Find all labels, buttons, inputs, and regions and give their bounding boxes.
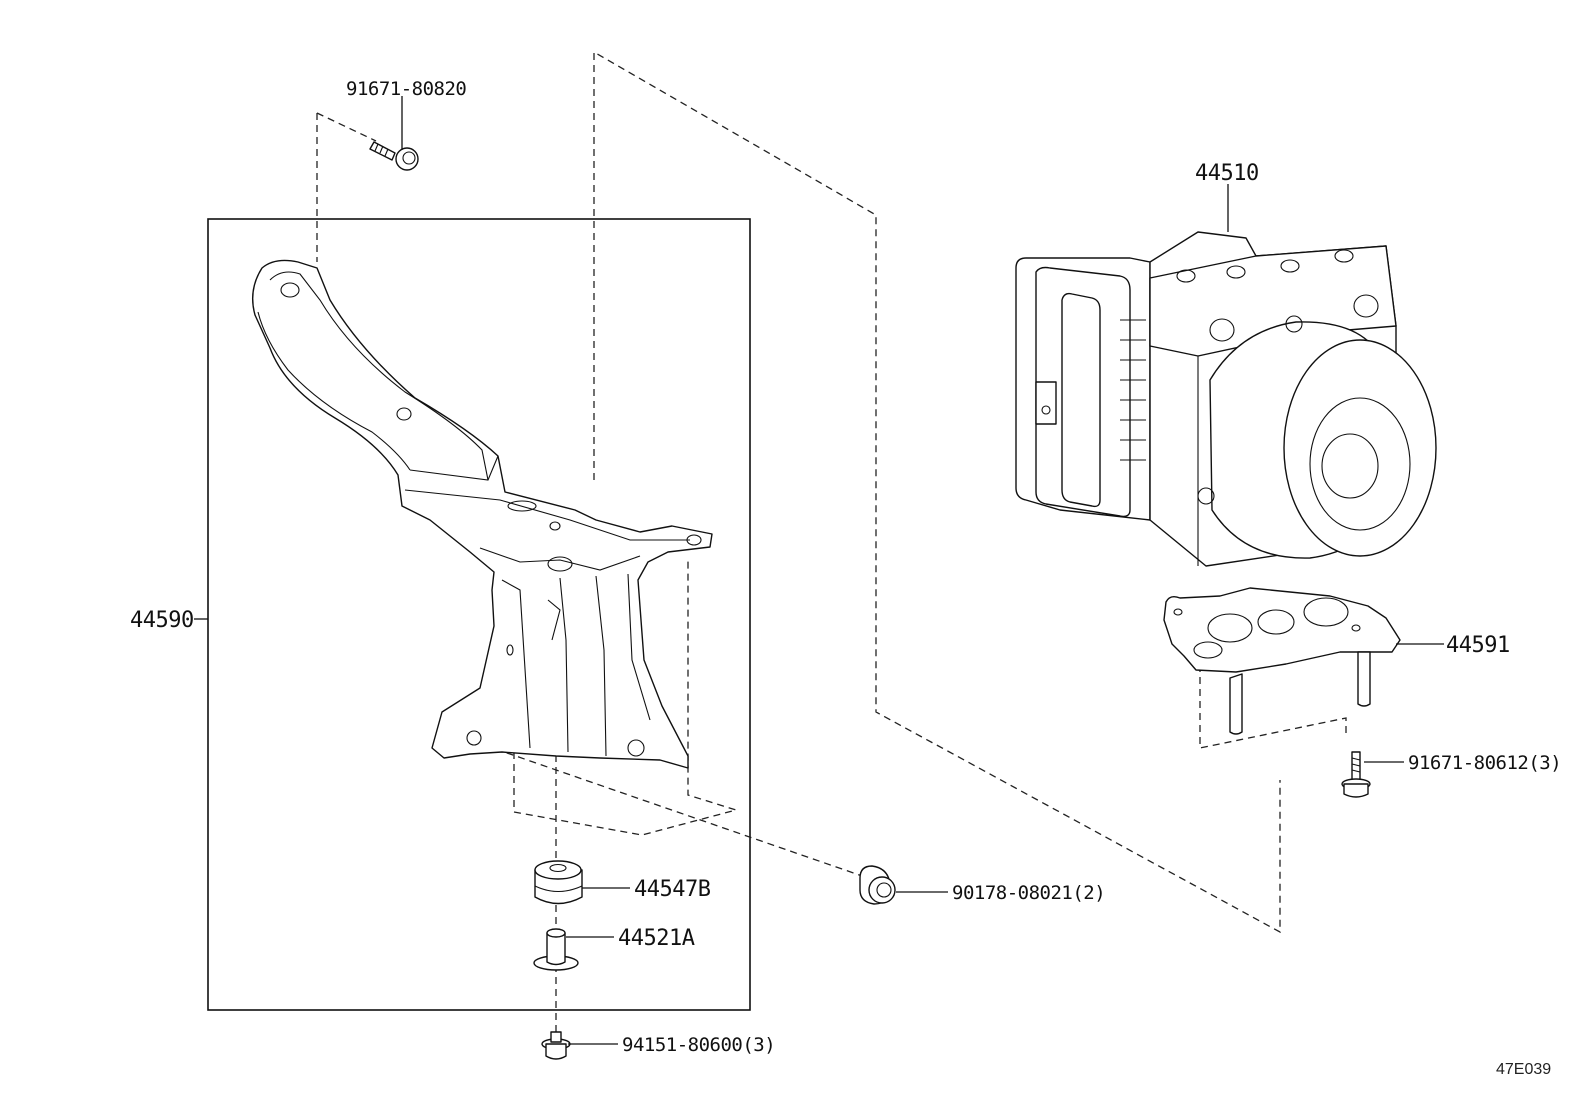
bracket-part: [252, 259, 713, 769]
gasket-plate-part: [1163, 587, 1401, 735]
cushion-part: [534, 860, 583, 905]
bolt-bottom-part: [541, 1031, 571, 1060]
label-nut: 90178-08021(2): [952, 882, 1105, 904]
nut-part: [859, 865, 896, 905]
reference-code: 47E039: [1496, 1061, 1551, 1078]
bolt-top-part: [369, 141, 419, 171]
bolt-right-part: [1341, 751, 1371, 798]
label-bolt-bottom: 94151-80600(3): [622, 1034, 775, 1056]
label-cushion: 44547B: [634, 877, 711, 902]
label-collar: 44521A: [618, 926, 695, 951]
label-bolt-right: 91671-80612(3): [1408, 752, 1561, 774]
actuator-part: [1015, 231, 1437, 567]
label-bracket-assembly: 44590: [130, 608, 194, 633]
label-actuator: 44510: [1195, 161, 1259, 186]
label-bolt-top: 91671-80820: [346, 78, 466, 100]
leader-lines: [194, 96, 1444, 1045]
bracket-assembly-frame: [207, 218, 751, 1011]
collar-part: [533, 928, 579, 971]
label-gasket-plate: 44591: [1446, 633, 1510, 658]
